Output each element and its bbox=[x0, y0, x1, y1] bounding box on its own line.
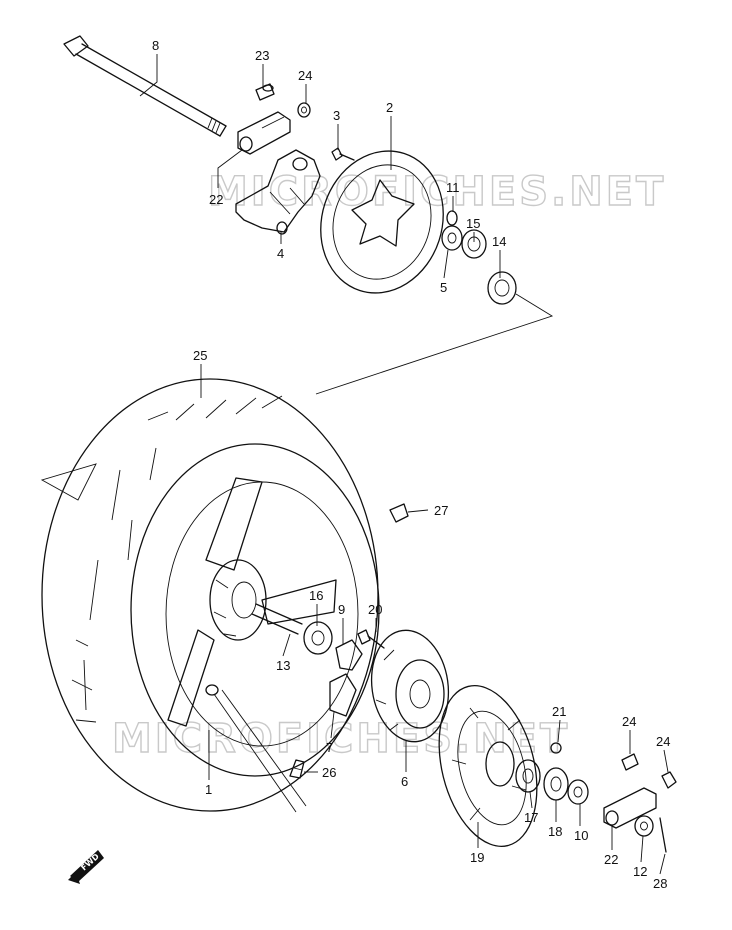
sprocket-bearing bbox=[515, 759, 541, 793]
callout-19: 19 bbox=[470, 850, 484, 865]
wheel-spacer bbox=[335, 639, 363, 671]
callout-16: 16 bbox=[309, 588, 323, 603]
assembly-guide-left bbox=[40, 463, 97, 501]
sprocket-damper bbox=[329, 673, 357, 717]
caliper-bracket bbox=[235, 149, 321, 235]
callout-24-bottom: 24 bbox=[656, 734, 670, 749]
callout-25: 25 bbox=[193, 348, 207, 363]
callout-10: 10 bbox=[574, 828, 588, 843]
adjuster-bolt-bottom bbox=[621, 753, 639, 771]
callout-23-bottom: 24 bbox=[622, 714, 636, 729]
wheel-collar bbox=[441, 225, 463, 251]
wheel-bearing-right bbox=[303, 621, 333, 655]
disc-bolt bbox=[331, 147, 355, 161]
leader-lines bbox=[139, 54, 669, 875]
callout-18: 18 bbox=[548, 824, 562, 839]
callout-4: 4 bbox=[277, 246, 284, 261]
callout-1: 1 bbox=[205, 782, 212, 797]
wheel-rim-spokes bbox=[165, 477, 359, 747]
callout-24-top: 24 bbox=[298, 68, 312, 83]
callout-12: 12 bbox=[633, 864, 647, 879]
callout-labels: 8 23 24 3 2 11 15 14 5 4 22 25 27 16 9 2… bbox=[152, 38, 670, 891]
axle-part bbox=[63, 35, 227, 137]
rear-tire bbox=[41, 378, 380, 812]
spacer-washer bbox=[446, 210, 458, 226]
chain-adjuster-bottom bbox=[603, 787, 657, 829]
callout-8: 8 bbox=[152, 38, 159, 53]
balance-weight-clip bbox=[389, 503, 409, 523]
valve-guide-lines bbox=[213, 689, 307, 813]
callout-27: 27 bbox=[434, 503, 448, 518]
callout-11: 11 bbox=[446, 180, 460, 195]
adjuster-nut-bottom bbox=[661, 771, 677, 789]
callout-13: 13 bbox=[276, 658, 290, 673]
callout-14: 14 bbox=[492, 234, 506, 249]
watermark-bottom: MICROFICHES.NET bbox=[112, 716, 570, 762]
callout-22-bottom: 22 bbox=[604, 852, 618, 867]
callout-5: 5 bbox=[440, 280, 447, 295]
rim-plug bbox=[205, 684, 219, 696]
callout-6: 6 bbox=[401, 774, 408, 789]
callout-26: 26 bbox=[322, 765, 336, 780]
adjuster-bolt-top bbox=[255, 83, 275, 101]
adjuster-nut-top bbox=[297, 102, 311, 118]
callout-2: 2 bbox=[386, 100, 393, 115]
callout-17: 17 bbox=[524, 810, 538, 825]
sprocket-collar bbox=[567, 779, 589, 805]
callout-15: 15 bbox=[466, 216, 480, 231]
callout-3: 3 bbox=[333, 108, 340, 123]
callout-23-top: 23 bbox=[255, 48, 269, 63]
callout-20: 20 bbox=[368, 602, 382, 617]
cotter-pin bbox=[659, 817, 667, 853]
callout-7: 7 bbox=[326, 740, 333, 755]
brake-disc bbox=[320, 150, 444, 294]
sprocket-mounting-drum bbox=[370, 629, 450, 743]
rear-sprocket bbox=[438, 685, 538, 847]
tire-valve bbox=[289, 759, 305, 779]
callout-9: 9 bbox=[338, 602, 345, 617]
fwd-arrow-icon: FWD bbox=[68, 850, 104, 884]
oil-seal-left bbox=[487, 271, 517, 305]
sprocket-mount-bolt bbox=[357, 629, 385, 649]
callout-28: 28 bbox=[653, 876, 667, 891]
sprocket-nut bbox=[550, 742, 562, 754]
callout-21: 21 bbox=[552, 704, 566, 719]
oil-seal-right bbox=[543, 767, 569, 801]
watermark-top: MICROFICHES.NET bbox=[208, 169, 666, 215]
axle-sleeve bbox=[251, 603, 303, 635]
chain-adjuster-top bbox=[237, 111, 291, 155]
callout-22-top: 22 bbox=[209, 192, 223, 207]
assembly-guide-top bbox=[315, 293, 554, 395]
axle-nut bbox=[634, 815, 654, 837]
